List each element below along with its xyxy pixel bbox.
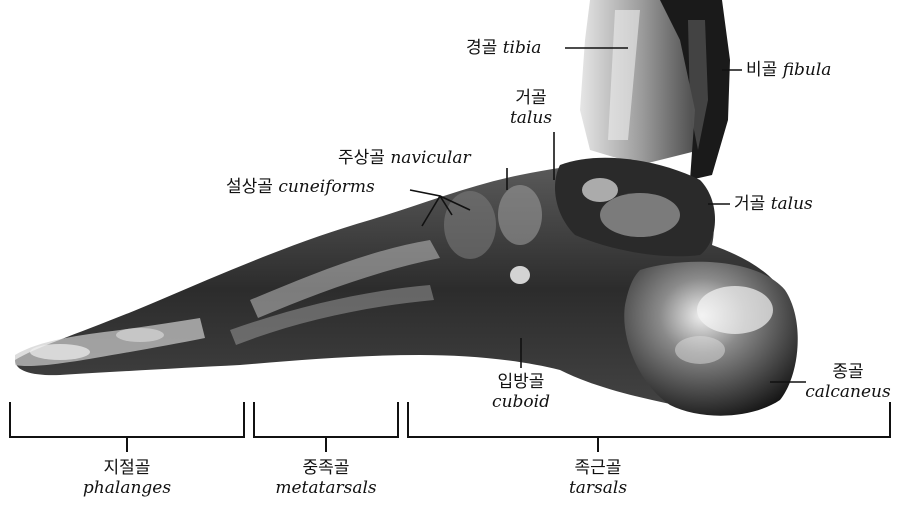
foot-bones [15, 158, 798, 416]
cuboid-label-en: cuboid [492, 392, 550, 412]
navicular-label: 주상골 navicular [338, 148, 471, 168]
tibia-label-ko: 경골 [466, 38, 497, 58]
talus-side-label-ko: 거골 [734, 194, 765, 214]
phalanges-group-label-en: phalanges [83, 478, 171, 498]
talus-top-label-en: talus [510, 108, 552, 128]
tarsals-bracket [408, 402, 890, 437]
talus-top-label-ko: 거골 [510, 88, 552, 108]
cuneiforms-label-en: cuneiforms [278, 177, 374, 197]
tibia-label-en: tibia [503, 38, 542, 58]
fibula-label: 비골 fibula [746, 60, 831, 80]
tarsals-group-label-en: tarsals [569, 478, 627, 498]
calcaneus-label-ko: 종골 [805, 362, 890, 382]
phalanges-group-label: 지절골 phalanges [83, 458, 171, 498]
tarsals-group-label: 족근골 tarsals [569, 458, 627, 498]
tarsals-group-label-ko: 족근골 [569, 458, 627, 478]
phalanges-bracket [10, 402, 244, 437]
metatarsals-group-label: 중족골 metatarsals [275, 458, 376, 498]
cuboid-label: 입방골 cuboid [492, 372, 550, 412]
cuneiforms-label: 설상골 cuneiforms [226, 177, 375, 197]
talus-side-label: 거골 talus [734, 194, 813, 214]
metatarsals-group-label-en: metatarsals [275, 478, 376, 498]
phalanges-group-label-ko: 지절골 [83, 458, 171, 478]
cuboid-label-ko: 입방골 [492, 372, 550, 392]
cuneiforms-label-ko: 설상골 [226, 177, 273, 197]
calcaneus-label-en: calcaneus [805, 382, 890, 402]
fibula-label-ko: 비골 [746, 60, 777, 80]
calcaneus-label: 종골 calcaneus [805, 362, 890, 402]
tibia-label: 경골 tibia [466, 38, 541, 58]
metatarsals-bracket [254, 402, 398, 437]
metatarsals-group-label-ko: 중족골 [275, 458, 376, 478]
navicular-label-ko: 주상골 [338, 148, 385, 168]
talus-top-label: 거골 talus [510, 88, 552, 128]
fibula-label-en: fibula [783, 60, 832, 80]
talus-side-label-en: talus [771, 194, 813, 214]
navicular-label-en: navicular [390, 148, 470, 168]
